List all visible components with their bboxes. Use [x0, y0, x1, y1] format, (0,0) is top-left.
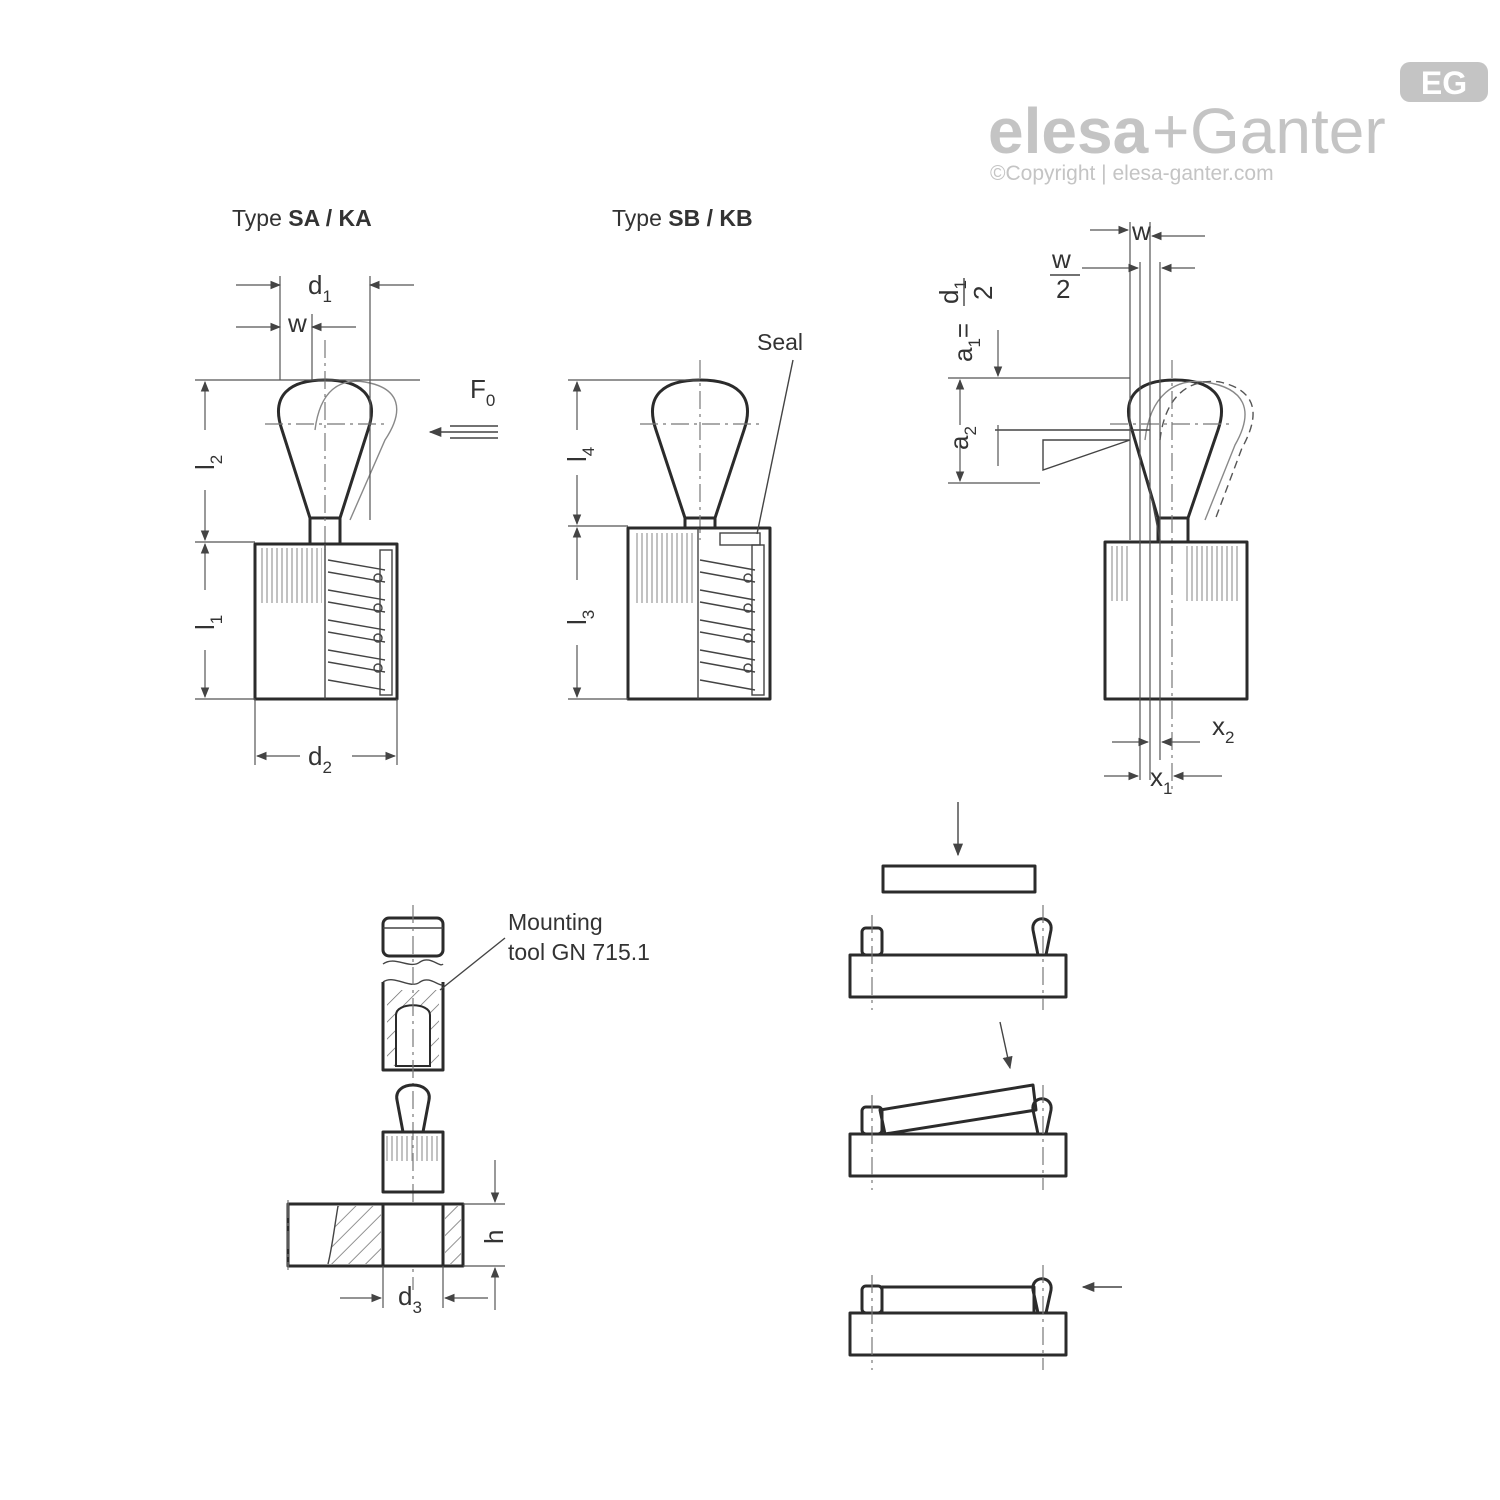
label-frac-d1-num: d1 — [934, 280, 970, 304]
label-l1: l1 — [190, 615, 226, 630]
view-title-sb-kb: Type SB / KB — [612, 205, 753, 231]
label-h: h — [479, 1230, 509, 1244]
view-type-sa-ka: Type SA / KA F0 d1 w — [190, 205, 498, 777]
label-w-side: w — [1131, 216, 1151, 246]
label-l2: l2 — [190, 455, 226, 470]
label-frac-d1-den: 2 — [968, 286, 998, 300]
label-l4: l4 — [562, 447, 598, 462]
label-d3: d3 — [398, 1281, 422, 1317]
workpiece-step1 — [881, 864, 1037, 894]
label-d2: d2 — [308, 741, 332, 777]
label-x2: x2 — [1212, 711, 1234, 747]
logo-plus: + — [1152, 95, 1189, 167]
label-w-half-den: 2 — [1056, 274, 1070, 304]
pin-body-side — [1103, 540, 1249, 701]
logo-badge-shape — [1400, 62, 1488, 102]
view-deflection: w w 2 a1= d1 2 a2 x2 x1 — [934, 216, 1254, 798]
label-mounting-line1: Mounting — [508, 909, 603, 935]
view-application-sequence — [848, 802, 1122, 1370]
pin-deflected-outline — [314, 380, 398, 521]
label-w: w — [287, 308, 307, 338]
mounting-pin-body — [381, 1130, 445, 1194]
fixture-base-step1 — [848, 953, 1068, 999]
label-x1: x1 — [1150, 762, 1172, 798]
logo-elesa: elesa — [988, 95, 1149, 167]
fixture-base-step3 — [848, 1311, 1068, 1357]
fixture-base-step2 — [848, 1132, 1068, 1178]
pin-knob-side — [1127, 378, 1223, 520]
logo-ganter: Ganter — [1190, 95, 1386, 167]
view-title-sa-ka: Type SA / KA — [232, 205, 372, 231]
label-a1: a1= — [948, 323, 984, 362]
view-type-sb-kb: Type SB / KB Seal l4 l3 — [562, 205, 803, 701]
label-f0: F0 — [470, 374, 495, 410]
label-d1: d1 — [308, 270, 332, 306]
pin-knob-sealed — [651, 378, 749, 520]
label-a1-group: a1= d1 2 — [934, 278, 998, 362]
logo-copyright: ©Copyright | elesa-ganter.com — [990, 162, 1274, 185]
pin-body-sealed — [626, 526, 772, 701]
view-mounting: Mounting tool GN 715.1 h d3 — [286, 905, 650, 1317]
workpiece-step3 — [880, 1285, 1036, 1315]
label-mounting-line2: tool GN 715.1 — [508, 939, 650, 965]
label-a2: a2 — [944, 426, 980, 450]
brand-logo: elesa + Ganter EG ©Copyright | elesa-gan… — [988, 62, 1488, 185]
label-l3: l3 — [562, 610, 598, 625]
label-seal: Seal — [757, 329, 803, 355]
logo-badge: EG — [1421, 65, 1467, 101]
pin-body — [253, 542, 399, 701]
label-w-half-num: w — [1051, 244, 1071, 274]
mounting-pin-knob — [395, 1083, 431, 1134]
workpiece-step2 — [878, 1083, 1038, 1136]
